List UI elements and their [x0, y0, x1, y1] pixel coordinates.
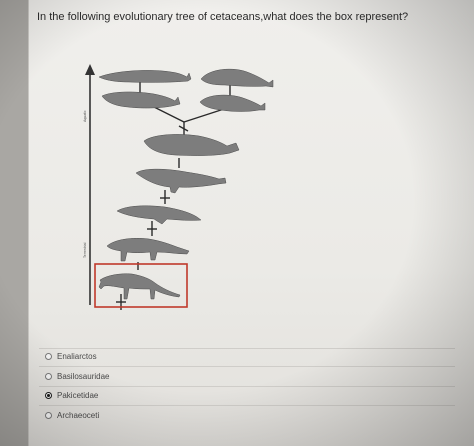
- humpback-whale: [101, 91, 181, 109]
- option-row[interactable]: Enaliarctos: [45, 349, 97, 363]
- baleen-whale-top: [98, 70, 192, 83]
- kutchicetus: [116, 205, 202, 225]
- axis-arrowhead: [85, 64, 95, 75]
- option-label: Archaeoceti: [57, 410, 100, 420]
- question-text: In the following evolutionary tree of ce…: [37, 11, 409, 23]
- evolutionary-tree-figure: Aquatic Terrestrial: [83, 64, 274, 310]
- whale-silhouettes: [98, 68, 274, 300]
- option-label: Basilosauridae: [57, 371, 110, 381]
- axis-label-bottom: Terrestrial: [83, 242, 87, 258]
- basilosaurid: [143, 134, 240, 156]
- option-row[interactable]: Basilosauridae: [45, 369, 109, 383]
- axis-label-top: Aquatic: [83, 110, 87, 122]
- radio-button[interactable]: [45, 411, 52, 419]
- option-row[interactable]: Archaeoceti: [45, 408, 99, 422]
- option-divider: [39, 348, 455, 349]
- option-row[interactable]: Pakicetidae: [45, 388, 98, 402]
- beaked-whale: [199, 94, 266, 112]
- radio-button-selected[interactable]: [45, 391, 52, 399]
- dolphin-top: [200, 68, 274, 88]
- option-label: Enaliarctos: [57, 351, 97, 361]
- option-label: Pakicetidae: [57, 390, 99, 400]
- highlight-box: [94, 263, 188, 308]
- option-divider: [39, 405, 455, 406]
- option-divider: [39, 386, 455, 387]
- radio-button[interactable]: [45, 352, 52, 360]
- rodhocetus: [135, 168, 227, 194]
- question-panel: In the following evolutionary tree of ce…: [28, 0, 474, 446]
- option-divider: [39, 366, 455, 367]
- radio-button[interactable]: [45, 372, 52, 380]
- pakicetus: [98, 273, 181, 300]
- ambulocetus: [106, 238, 190, 262]
